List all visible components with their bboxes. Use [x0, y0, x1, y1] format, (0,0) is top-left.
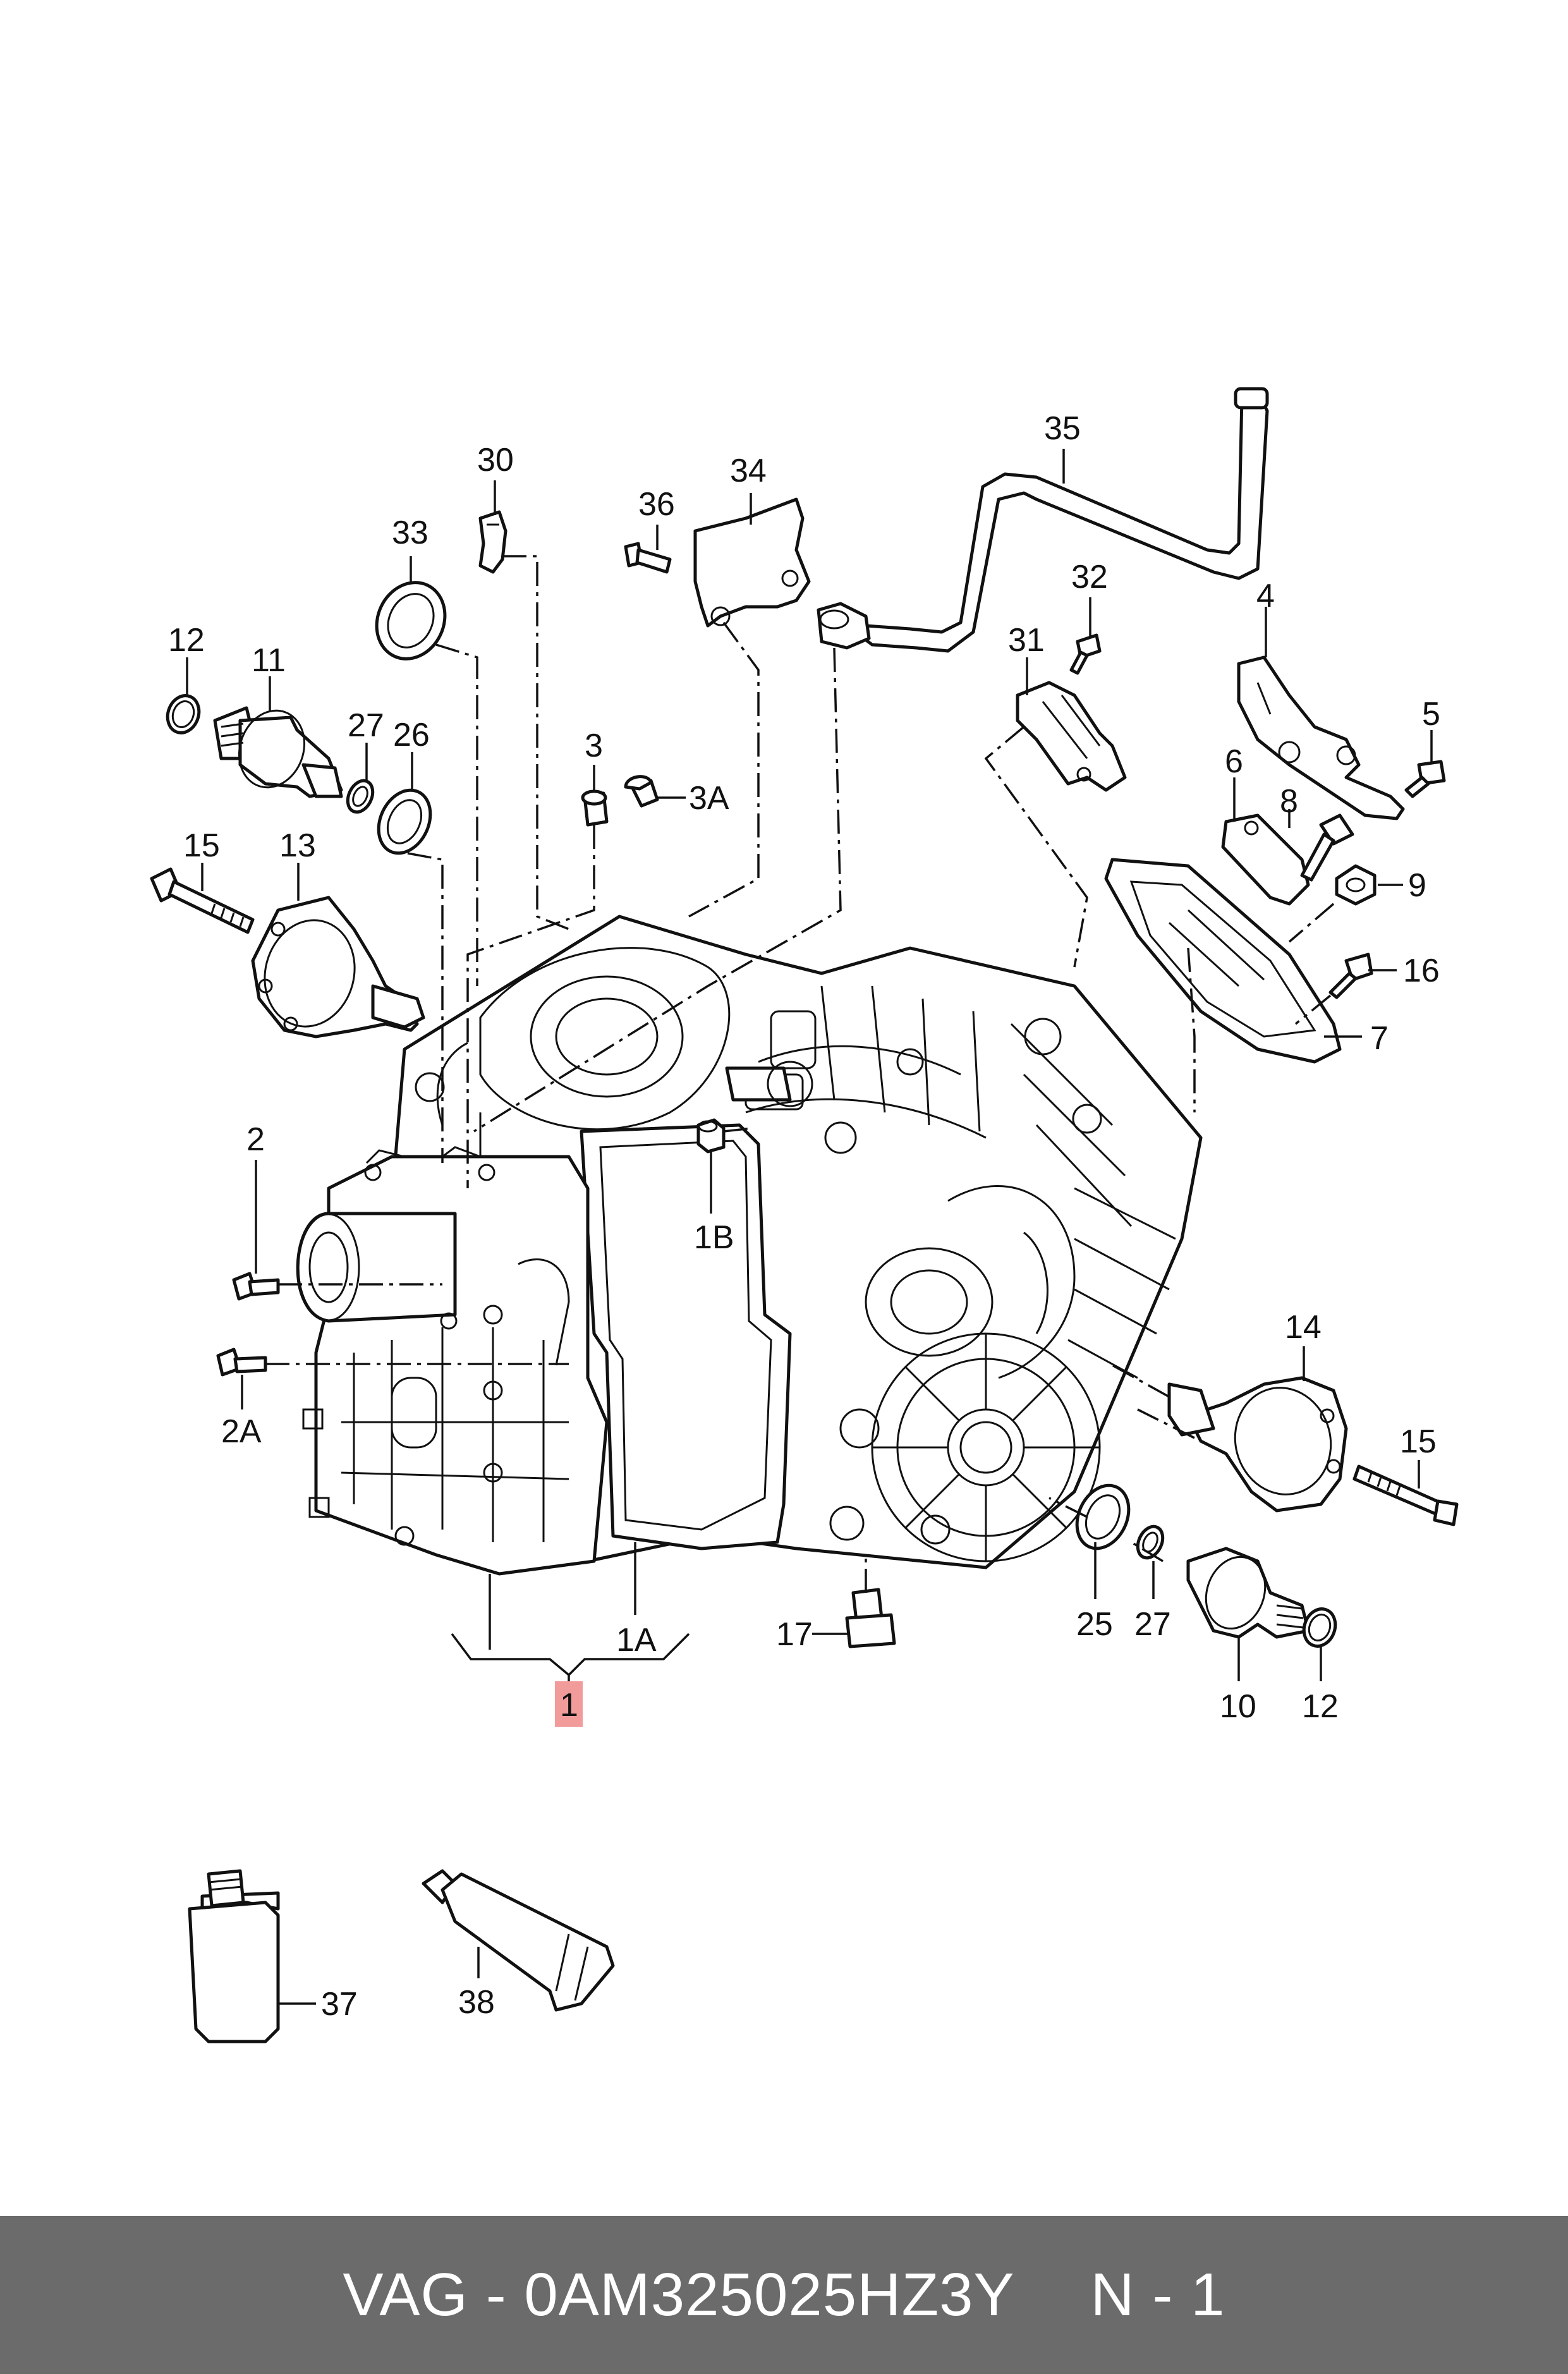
clip-30 — [478, 510, 507, 574]
bracket-4 — [1237, 655, 1405, 820]
label-11: 11 — [252, 642, 286, 679]
label-30: 30 — [477, 442, 514, 478]
flange-shaft-11 — [213, 706, 343, 798]
label-12-right: 12 — [1302, 1688, 1339, 1725]
mechatronic-unit — [296, 1146, 609, 1576]
flange-shaft-10 — [1186, 1547, 1310, 1639]
seal-25 — [1075, 1483, 1131, 1550]
label-10: 10 — [1220, 1688, 1256, 1725]
label-1: 1 — [560, 1687, 578, 1724]
oil-pipe-35 — [817, 387, 1269, 653]
part-labels: 30 33 36 34 35 32 31 4 5 6 8 9 16 7 12 1… — [168, 410, 1440, 2023]
bolt-15-left — [150, 867, 255, 934]
label-17: 17 — [776, 1616, 813, 1653]
plug-3 — [581, 789, 609, 827]
label-13: 13 — [279, 827, 316, 864]
cover-plate-7 — [1104, 858, 1342, 1064]
leader-lines — [186, 449, 1433, 2005]
oil-bottle-37 — [188, 1869, 280, 2043]
bolt-2 — [232, 1272, 280, 1301]
bolt-2A — [216, 1348, 267, 1377]
label-26: 26 — [393, 717, 430, 753]
label-38: 38 — [458, 1984, 495, 2021]
o-ring-12-left — [166, 694, 201, 734]
label-16: 16 — [1403, 953, 1440, 989]
plug-3A — [624, 775, 659, 808]
label-37: 37 — [321, 1986, 358, 2023]
label-33: 33 — [392, 514, 428, 551]
label-1B: 1B — [694, 1219, 734, 1256]
sealant-tube-38 — [422, 1869, 615, 2012]
assembly-lines — [265, 555, 1335, 1593]
seal-33 — [375, 581, 447, 660]
label-6: 6 — [1225, 743, 1243, 780]
label-2: 2 — [246, 1121, 265, 1158]
sleeve-1B — [696, 1118, 726, 1154]
highlight-box-1 — [555, 1681, 583, 1727]
label-36: 36 — [638, 486, 675, 523]
label-15-left: 15 — [183, 827, 220, 864]
flange-cover-14 — [1167, 1376, 1348, 1513]
label-35: 35 — [1044, 410, 1081, 447]
label-8: 8 — [1280, 783, 1298, 820]
label-4: 4 — [1256, 578, 1275, 614]
label-32: 32 — [1071, 559, 1108, 595]
exploded-parts-diagram: 30 33 36 34 35 32 31 4 5 6 8 9 16 7 12 1… — [150, 387, 1459, 2043]
part-number: VAG - 0AM325025HZ3Y — [343, 2261, 1015, 2328]
label-9: 9 — [1408, 867, 1426, 904]
gasket-1A — [580, 1123, 792, 1550]
label-3: 3 — [585, 727, 603, 764]
label-27-right: 27 — [1134, 1606, 1171, 1643]
label-15-right: 15 — [1400, 1423, 1437, 1460]
label-7: 7 — [1370, 1020, 1389, 1057]
bracket-34 — [693, 497, 811, 628]
nut-9 — [1335, 864, 1377, 906]
bolt-36 — [624, 542, 672, 574]
label-3A: 3A — [689, 780, 729, 817]
label-12-left: 12 — [168, 622, 205, 659]
circlip-27-right — [1136, 1525, 1165, 1560]
bolt-16 — [1328, 953, 1373, 999]
label-27-left: 27 — [348, 707, 384, 744]
label-5: 5 — [1422, 696, 1440, 733]
label-14: 14 — [1285, 1309, 1322, 1346]
o-ring-12-right — [1302, 1607, 1337, 1648]
selector-31 — [1016, 681, 1127, 792]
bolt-15-right — [1352, 1464, 1459, 1526]
flange-cover-13 — [251, 896, 425, 1038]
label-2A: 2A — [221, 1413, 262, 1450]
bolt-32 — [1069, 633, 1102, 675]
bracket-6 — [1221, 813, 1310, 906]
part-number-footer: VAG - 0AM325025HZ3Y N - 1 — [0, 2216, 1568, 2374]
bolt-5 — [1404, 760, 1446, 798]
label-1A: 1A — [616, 1622, 657, 1659]
bolt-8 — [1300, 813, 1354, 882]
label-31: 31 — [1008, 622, 1045, 659]
label-25: 25 — [1076, 1606, 1113, 1643]
drain-plug-17 — [845, 1588, 896, 1648]
circlip-27-left — [346, 779, 375, 814]
label-34: 34 — [730, 453, 767, 489]
quantity: N - 1 — [1090, 2261, 1225, 2328]
seal-26 — [377, 788, 432, 855]
